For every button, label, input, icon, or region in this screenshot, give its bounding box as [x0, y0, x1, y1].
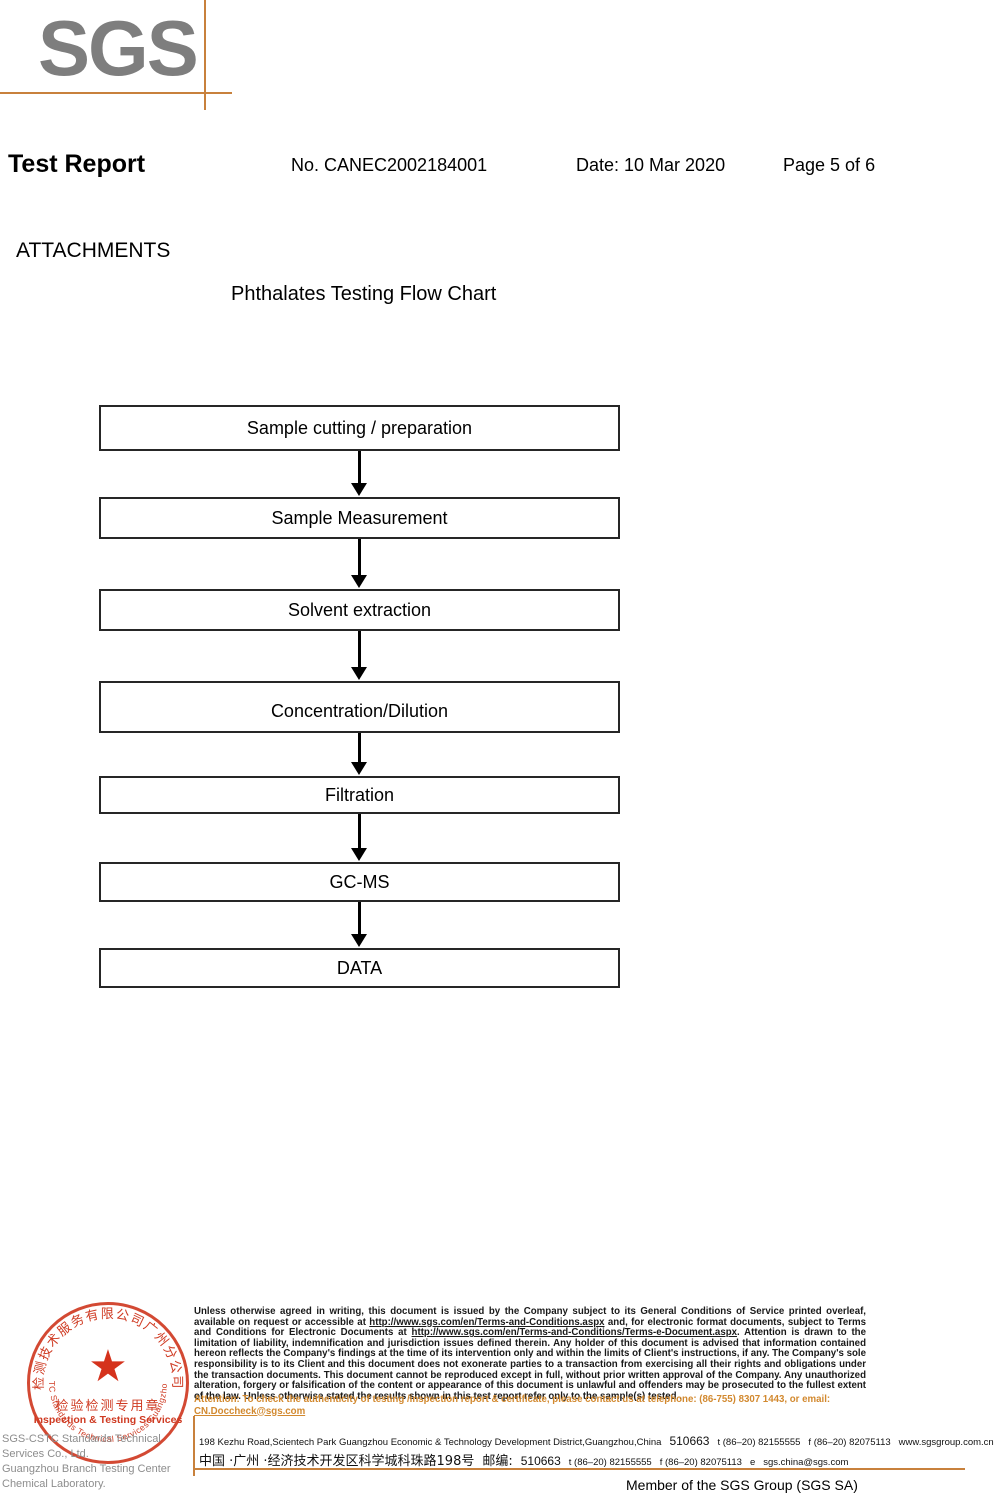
page-title: Test Report	[8, 150, 146, 178]
address-chinese: 中国 ·广州 ·经济技术开发区科学城科珠路198号邮编: 510663 t (86–…	[199, 1450, 989, 1469]
phthalates-testing-flowchart: Sample cutting / preparation Sample Meas…	[99, 405, 620, 988]
report-number: No. CANEC2002184001	[291, 155, 488, 175]
flow-step: GC-MS	[99, 862, 620, 902]
arrow-head-icon	[351, 934, 367, 947]
laboratory-identity: SGS-CSTC Standards Technical Services Co…	[2, 1432, 202, 1492]
flow-connector-arrow	[99, 451, 620, 497]
flow-step-label: Filtration	[324, 784, 395, 805]
terms-e-document-link[interactable]: http://www.sgs.com/en/Terms-and-Conditio…	[411, 1327, 738, 1339]
arrow-shaft	[358, 631, 361, 671]
address-en-tel: t (86–20) 82155555	[717, 1437, 801, 1448]
flow-step: Concentration/Dilution	[99, 681, 620, 733]
flow-step-label: Solvent extraction	[287, 599, 432, 620]
address-cn-street: 中国 ·广州 ·经济技术开发区科学城科珠路198号	[199, 1454, 475, 1469]
arrow-shaft	[358, 539, 361, 579]
address-english: 198 Kezhu Road,Scientech Park Guangzhou …	[199, 1434, 994, 1450]
logo-vertical-rule	[204, 0, 206, 110]
arrow-head-icon	[351, 667, 367, 680]
address-cn-tel: t (86–20) 82155555	[568, 1457, 652, 1468]
arrow-shaft	[358, 814, 361, 852]
address-cn-fax: f (86–20) 82075113	[659, 1457, 742, 1468]
page-indicator: Page 5 of 6	[783, 155, 876, 175]
arrow-head-icon	[351, 762, 367, 775]
stamp-star-icon: ★	[88, 1342, 128, 1391]
legal-text-part2: and, for electronic format documents, su…	[194, 1316, 866, 1339]
report-header: Test Report No. CANEC2002184001 Date: 10…	[0, 150, 1000, 184]
address-cn-email-label: e	[749, 1457, 756, 1468]
lab-identity-line1: SGS-CSTC Standards Technical Services Co…	[2, 1433, 161, 1460]
flowchart-title: Phthalates Testing Flow Chart	[231, 283, 497, 305]
flow-connector-arrow	[99, 814, 620, 862]
attention-text: Attention: To check the authenticity of …	[194, 1394, 831, 1405]
sgs-logo: SGS	[0, 0, 260, 120]
footer-vertical-rule	[193, 1416, 195, 1476]
flow-step-label: Sample Measurement	[271, 507, 448, 528]
arrow-shaft	[358, 451, 361, 487]
footer-legal-disclaimer: Unless otherwise agreed in writing, this…	[194, 1306, 866, 1402]
arrow-shaft	[358, 902, 361, 938]
terms-conditions-link[interactable]: http://www.sgs.com/en/Terms-and-Conditio…	[369, 1316, 605, 1328]
address-cn-zip-label: 邮编:	[482, 1454, 513, 1469]
footer-attention-notice: Attention: To check the authenticity of …	[194, 1394, 866, 1417]
lab-identity-line2: Guangzhou Branch Testing Center Chemical…	[2, 1463, 171, 1490]
logo-horizontal-rule	[0, 92, 232, 94]
company-email-link[interactable]: sgs.china@sgs.com	[763, 1457, 849, 1468]
arrow-head-icon	[351, 483, 367, 496]
report-date: Date: 10 Mar 2020	[576, 155, 726, 175]
flow-step: Solvent extraction	[99, 589, 620, 631]
attachments-heading: ATTACHMENTS	[16, 239, 171, 262]
address-en-street: 198 Kezhu Road,Scientech Park Guangzhou …	[199, 1437, 662, 1448]
flow-connector-arrow	[99, 539, 620, 589]
arrow-head-icon	[351, 848, 367, 861]
stamp-center-chinese-text: 检验检测专用章	[55, 1399, 161, 1414]
stamp-center-english-text: Inspection & Testing Services	[33, 1414, 183, 1426]
legal-text-part1: Unless otherwise agreed in writing, this…	[194, 1306, 866, 1328]
flow-connector-arrow	[99, 733, 620, 776]
flow-step-label: DATA	[336, 957, 383, 978]
arrow-head-icon	[351, 575, 367, 588]
flow-step: Filtration	[99, 776, 620, 814]
flow-step-label: GC-MS	[329, 871, 390, 892]
sgs-logo-text: SGS	[38, 4, 199, 92]
stamp-outer-ring	[27, 1302, 189, 1464]
flow-connector-arrow	[99, 631, 620, 681]
company-website-link[interactable]: www.sgsgroup.com.cn	[898, 1437, 994, 1448]
address-en-fax: f (86–20) 82075113	[808, 1437, 891, 1448]
address-en-zip: 510663	[669, 1434, 710, 1448]
flow-step: Sample Measurement	[99, 497, 620, 539]
flow-step-label: Concentration/Dilution	[270, 701, 449, 721]
flow-connector-arrow	[99, 902, 620, 948]
legal-text-part3: . Attention is drawn to the limitation o…	[194, 1327, 866, 1402]
footer-horizontal-rule	[193, 1468, 965, 1470]
flow-step: DATA	[99, 948, 620, 988]
flow-step: Sample cutting / preparation	[99, 405, 620, 451]
address-cn-zip: 510663	[520, 1454, 561, 1468]
flow-step-label: Sample cutting / preparation	[246, 417, 473, 438]
footer-member-line: Member of the SGS Group (SGS SA)	[626, 1477, 858, 1493]
arrow-shaft	[358, 733, 361, 766]
doccheck-email-link[interactable]: CN.Doccheck@sgs.com	[194, 1405, 306, 1417]
